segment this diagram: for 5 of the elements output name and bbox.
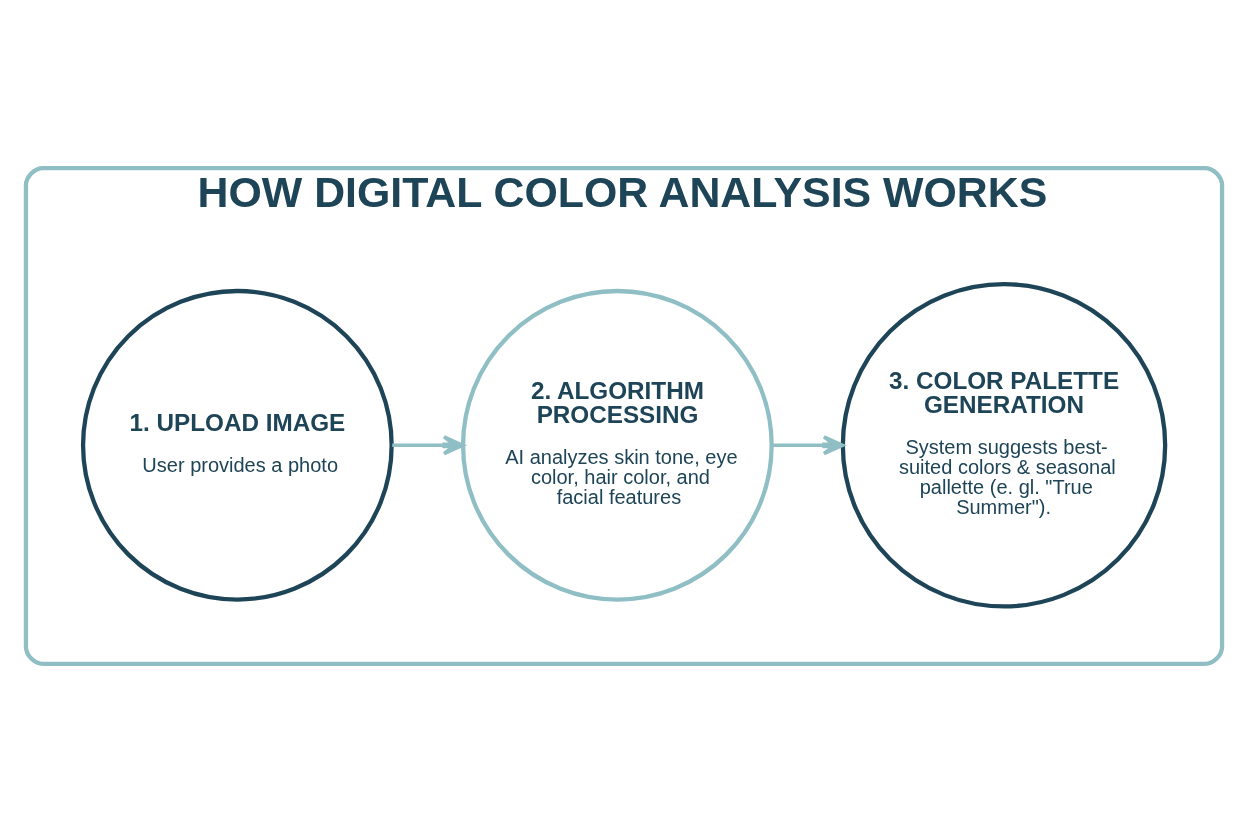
arrow	[392, 435, 465, 456]
arrow	[772, 435, 845, 456]
node-circle: 1. UPLOAD IMAGE User provides a photo	[80, 288, 394, 602]
node-circle: 3. COLOR PALETTE GENERATION System suggests best-suited colors & seasonal pallette (e. gl. "True Summer").	[840, 282, 1168, 609]
node-circle: 2. ALGORITHM PROCESSING AI analyzes skin tone, eye color, hair color, and facial features	[460, 288, 774, 602]
